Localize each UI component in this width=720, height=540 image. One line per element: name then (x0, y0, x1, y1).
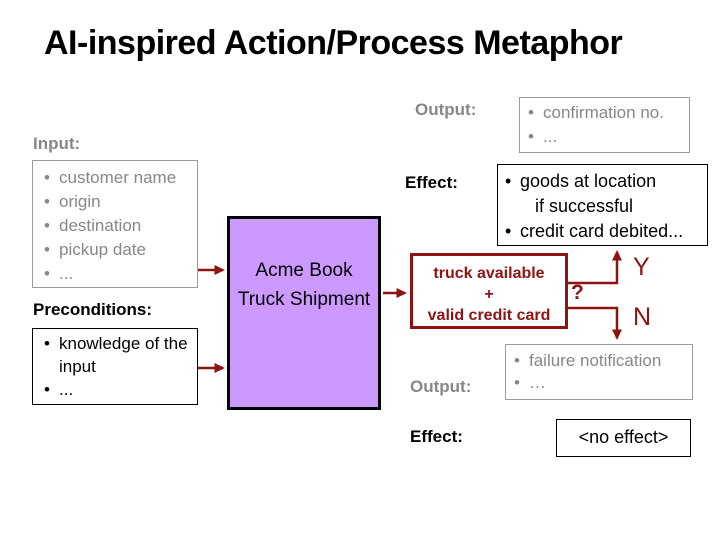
decision-no-label: N (633, 303, 652, 331)
failure-effect-label: Effect: (410, 427, 463, 446)
decision-line: + (484, 286, 494, 303)
input-list: customer name origin destination pickup … (42, 166, 197, 286)
precondition-item: knowledge of the input (42, 332, 189, 378)
success-effect-box: goods at location if successful credit c… (497, 164, 708, 246)
action-line: Acme Book (255, 260, 353, 281)
success-effect-item-continuation: if successful (535, 196, 634, 216)
preconditions-list: knowledge of the input ... (42, 332, 189, 401)
preconditions-label: Preconditions: (33, 300, 153, 319)
success-output-item: confirmation no. (526, 101, 689, 125)
arrow-yes-to-effect (568, 250, 622, 285)
arrow-no-to-failure-output (568, 306, 622, 340)
input-item: destination (42, 214, 197, 238)
input-box: customer name origin destination pickup … (32, 160, 198, 288)
decision-line: truck available (433, 265, 545, 282)
success-effect-list: goods at location (503, 169, 707, 194)
success-output-box: confirmation no. ... (519, 97, 690, 153)
preconditions-box: knowledge of the input ... (32, 328, 198, 405)
success-effect-item: credit card debited... (503, 219, 707, 244)
input-item: origin (42, 190, 197, 214)
action-box: Acme Book Truck Shipment (227, 216, 381, 410)
action-line: Truck Shipment (237, 289, 371, 310)
precondition-item: ... (42, 378, 189, 401)
failure-effect-box: <no effect> (556, 419, 691, 457)
decision-box: truck available + valid credit card (410, 253, 568, 329)
success-effect-label: Effect: (405, 173, 458, 192)
failure-output-item: … (512, 372, 692, 394)
failure-output-list: failure notification … (512, 350, 692, 394)
failure-output-label: Output: (410, 377, 472, 396)
success-output-list: confirmation no. ... (526, 101, 689, 149)
success-effect-item: goods at location (503, 169, 707, 194)
input-label: Input: (33, 134, 81, 153)
input-item: customer name (42, 166, 197, 190)
success-output-label: Output: (415, 100, 477, 119)
input-item: ... (42, 262, 197, 286)
input-item: pickup date (42, 238, 197, 262)
failure-output-box: failure notification … (505, 344, 693, 400)
decision-line: valid credit card (427, 307, 551, 324)
decision-question-mark: ? (571, 281, 584, 304)
slide-title: AI-inspired Action/Process Metaphor (44, 24, 623, 62)
failure-output-item: failure notification (512, 350, 692, 372)
decision-yes-label: Y (633, 253, 650, 281)
success-output-item: ... (526, 125, 689, 149)
